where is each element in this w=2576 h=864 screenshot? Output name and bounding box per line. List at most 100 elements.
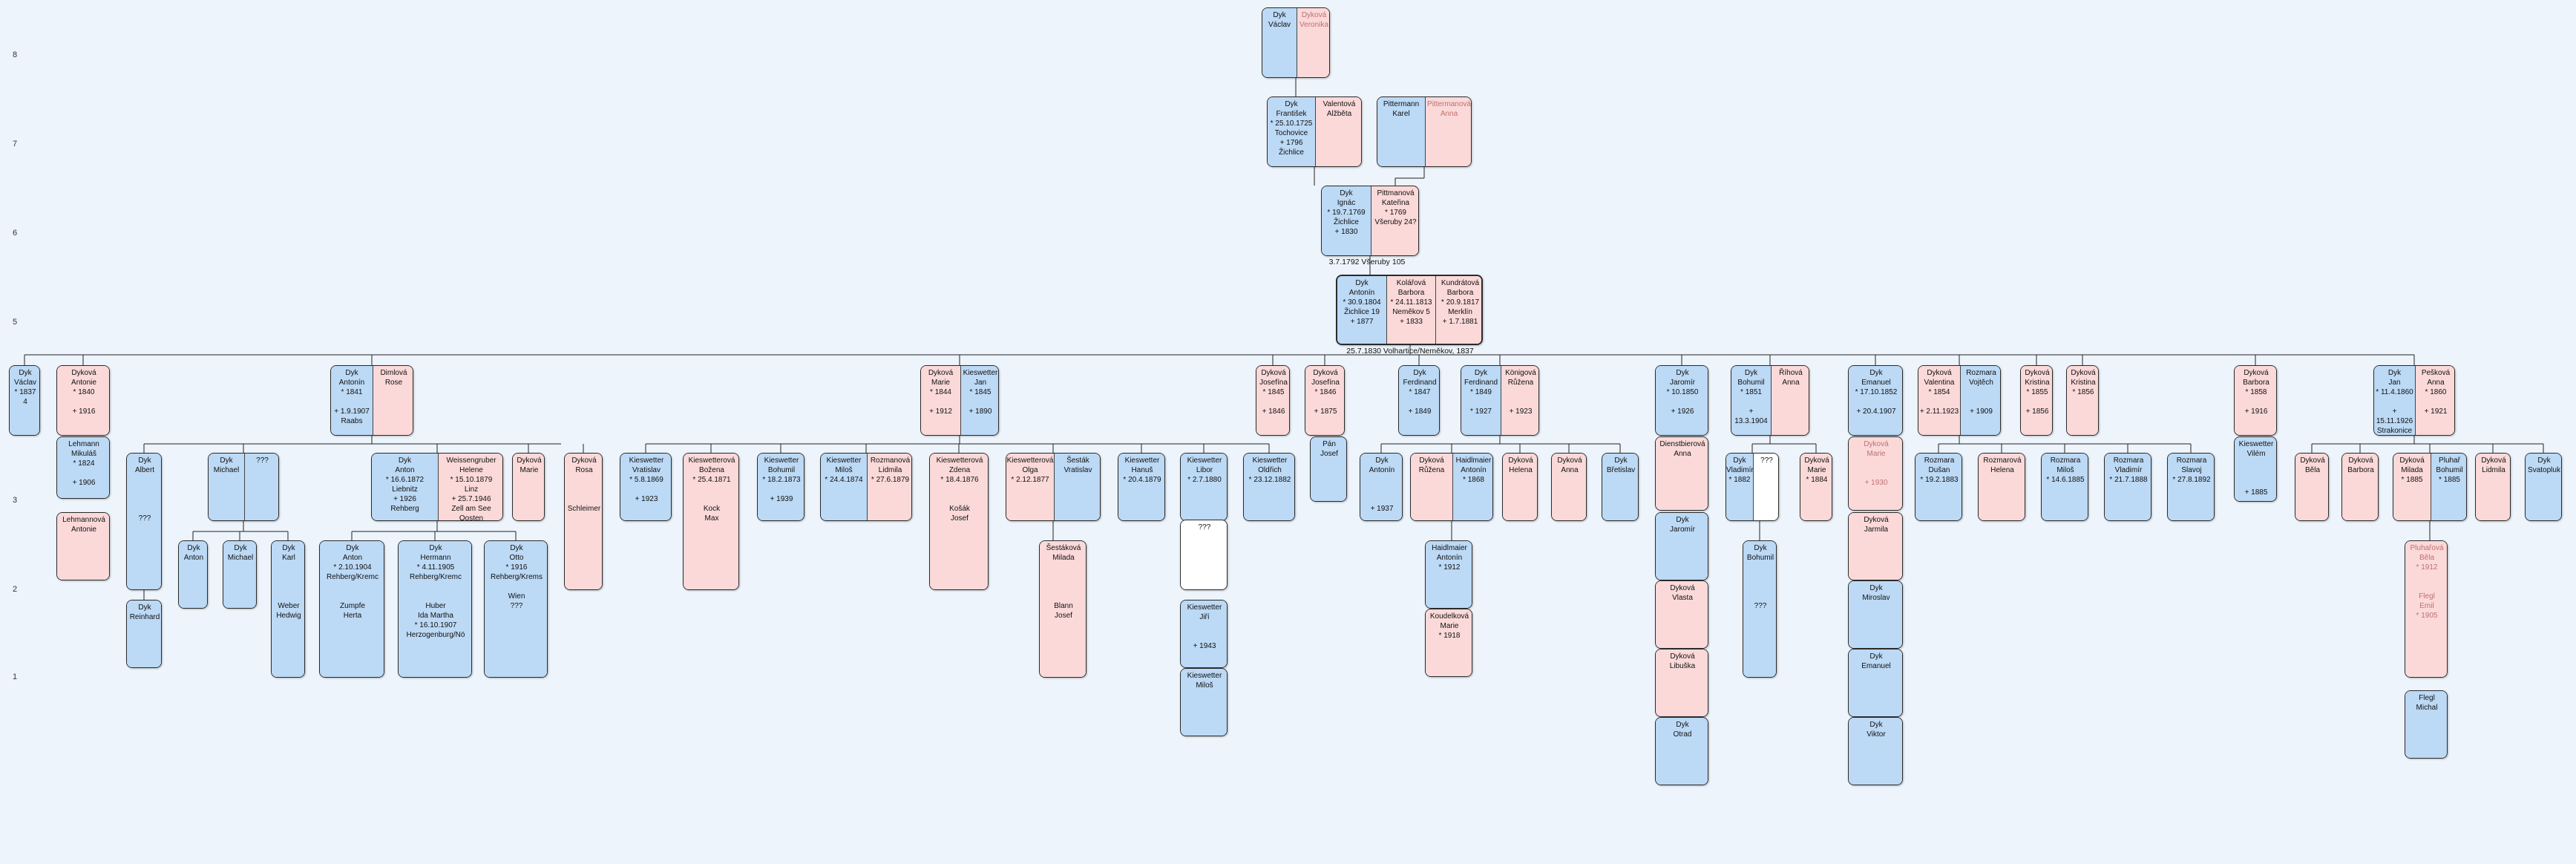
person-card-e8[interactable]: Dyk Otto * 1916 Rehberg/Krems Wien ??? — [484, 540, 548, 678]
person-card-d8[interactable]: Kieswetterová Božena * 25.4.1871 Kock Ma… — [683, 453, 739, 590]
person-card-d24[interactable]: Dyková Marie * 1884 — [1800, 453, 1832, 521]
person-card-d35[interactable]: Dyková Lidmila — [2475, 453, 2511, 521]
person-name: Dyk Jaromír — [1656, 513, 1708, 580]
person-card-d17[interactable]: Dyk Antonín + 1937 — [1360, 453, 1403, 521]
person-card-e6[interactable]: Dyk Anton * 2.10.1904 Rehberg/Kremc Zump… — [319, 540, 384, 678]
person-card-d36[interactable]: Dyk Svatopluk — [2525, 453, 2562, 521]
person-card-c11[interactable]: Dyk Emanuel * 17.10.1852 + 20.4.1907 — [1848, 365, 1903, 436]
person-name: Dyk Reinhard — [127, 600, 161, 667]
person-card-d32[interactable]: Dyková Běla — [2295, 453, 2329, 521]
person-card-d5[interactable]: Dyková Marie — [512, 453, 545, 521]
person-card-e16[interactable]: Dyková Vlasta — [1655, 580, 1708, 649]
person-card-e3[interactable]: Dyk Anton — [178, 540, 208, 609]
person-name: Koudelková Marie * 1918 — [1426, 609, 1472, 676]
person-card-e14[interactable]: Koudelková Marie * 1918 — [1425, 609, 1472, 677]
person-card-d23[interactable]: Dyk Vladimír * 1882??? — [1725, 453, 1779, 521]
person-card-d3[interactable]: Dyk Michael??? — [208, 453, 279, 521]
person-card-d6[interactable]: Dyková Rosa Schleimer — [564, 453, 603, 590]
person-card-d20[interactable]: Dyková Anna — [1551, 453, 1587, 521]
person-name: Dyk Karl Weber Hedwig — [272, 541, 304, 677]
person-card-d13[interactable]: Kieswetter Hanuš * 20.4.1879 — [1118, 453, 1165, 521]
person-card-c1[interactable]: Dyk Václav * 1837 4 — [9, 365, 40, 436]
person-card-e15[interactable]: Dyk Jaromír — [1655, 512, 1708, 580]
person-card-c2[interactable]: Dyková Antonie * 1840 + 1916 — [56, 365, 110, 436]
person-name: Kieswetterová Olga * 2.12.1877 — [1006, 454, 1054, 520]
person-card-c5[interactable]: Dyková Josefína * 1845 + 1846 — [1256, 365, 1290, 436]
person-card-d28[interactable]: Rozmara Miloš * 14.6.1885 — [2041, 453, 2088, 521]
person-name: Kieswetter Libor * 2.7.1880 — [1181, 454, 1227, 520]
person-card-e5[interactable]: Dyk Karl Weber Hedwig — [271, 540, 305, 678]
person-card-d2[interactable]: Dyk Albert ??? — [126, 453, 162, 590]
person-card-c15[interactable]: Dyková Barbora * 1858 + 1916 — [2234, 365, 2277, 436]
person-card-d1[interactable]: Lehmann Mikuláš * 1824 + 1906 — [56, 436, 110, 499]
person-name: Rozmanová Lidmila * 27.6.1879 — [867, 454, 911, 520]
person-name: Dyková Josefína * 1846 + 1875 — [1305, 366, 1344, 435]
person-card-d4[interactable]: Dyk Anton * 16.6.1872 Liebnitz + 1926 Re… — [371, 453, 503, 521]
person-card-e11[interactable]: Kieswetter Jiří + 1943 — [1180, 600, 1228, 668]
person-card-d11[interactable]: Kieswetterová Zdena * 18.4.1876 Košák Jo… — [929, 453, 989, 590]
person-card-e2[interactable]: Dyk Reinhard — [126, 600, 162, 668]
person-card-c14[interactable]: Dyková Kristina * 1856 — [2066, 365, 2099, 436]
person-card-e24[interactable]: Pluhařová Běla * 1912 Flegl Emil * 1905 — [2405, 540, 2448, 678]
person-name: Kieswetter Vilém + 1885 — [2235, 437, 2276, 501]
person-card-e23[interactable]: Dyk Viktor — [1848, 717, 1903, 785]
person-card-d26[interactable]: Rozmara Dušan * 19.2.1883 — [1915, 453, 1962, 521]
person-name: Pluhařová Běla * 1912 Flegl Emil * 1905 — [2405, 541, 2447, 677]
person-card-c6[interactable]: Dyková Josefína * 1846 + 1875 — [1305, 365, 1345, 436]
person-card-n5[interactable]: Dyk Antonín * 30.9.1804 Žichlice 19 + 18… — [1336, 275, 1483, 345]
generation-label: 5 — [12, 318, 18, 327]
person-name: Pittermanová Anna — [1425, 97, 1471, 166]
person-name: ??? — [1181, 520, 1227, 589]
person-card-d7[interactable]: Kieswetter Vratislav * 5.8.1869 + 1923 — [620, 453, 672, 521]
person-card-e4[interactable]: Dyk Michael — [223, 540, 257, 609]
person-card-e10[interactable]: ??? — [1180, 520, 1228, 590]
person-card-d16[interactable]: Pán Josef — [1310, 436, 1347, 502]
person-card-e18[interactable]: Dyk Otrad — [1655, 717, 1708, 785]
person-card-c13[interactable]: Dyková Kristina * 1855 + 1856 — [2020, 365, 2053, 436]
person-card-e1[interactable]: Lehmannová Antonie — [56, 512, 110, 580]
person-card-e25[interactable]: Flegl Michal — [2405, 690, 2448, 759]
person-name: Kieswetter Jiří + 1943 — [1181, 600, 1227, 667]
person-card-d29[interactable]: Rozmara Vladimír * 21.7.1888 — [2104, 453, 2151, 521]
person-card-n2[interactable]: Dyk František * 25.10.1725 Tochovice + 1… — [1267, 96, 1362, 167]
person-card-d31[interactable]: Kieswetter Vilém + 1885 — [2234, 436, 2277, 502]
person-card-e22[interactable]: Dyk Emanuel — [1848, 649, 1903, 717]
person-card-d30[interactable]: Rozmara Slavoj * 27.8.1892 — [2167, 453, 2215, 521]
person-card-e20[interactable]: Dyková Jarmila — [1848, 512, 1903, 580]
person-name: Kolářová Barbora * 24.11.1813 Neměkov 5 … — [1386, 276, 1435, 344]
person-card-e13[interactable]: Haidlmaier Antonín * 1912 — [1425, 540, 1472, 609]
person-card-d33[interactable]: Dyková Barbora — [2341, 453, 2379, 521]
person-card-d22[interactable]: Dienstbierová Anna — [1655, 436, 1708, 511]
person-card-e7[interactable]: Dyk Hermann * 4.11.1905 Rehberg/Kremc Hu… — [398, 540, 472, 678]
person-card-d14[interactable]: Kieswetter Libor * 2.7.1880 — [1180, 453, 1228, 521]
person-card-c9[interactable]: Dyk Jaromír * 10.1850 + 1926 — [1655, 365, 1708, 436]
person-card-e19[interactable]: Dyk Bohumil ??? — [1743, 540, 1777, 678]
person-card-d9[interactable]: Kieswetter Bohumil * 18.2.1873 + 1939 — [757, 453, 804, 521]
person-card-e21[interactable]: Dyk Miroslav — [1848, 580, 1903, 649]
person-name: Dyková Marie * 1844 + 1912 — [921, 366, 960, 435]
person-card-c16[interactable]: Dyk Jan * 11.4.1860 + 15.11.1926 Strakon… — [2373, 365, 2455, 436]
person-card-d25[interactable]: Dyková Marie + 1930 — [1848, 436, 1903, 511]
person-card-d21[interactable]: Dyk Břetislav — [1602, 453, 1639, 521]
person-card-d27[interactable]: Rozmarová Helena — [1978, 453, 2025, 521]
person-name: Rozmarová Helena — [1979, 454, 2025, 520]
person-card-e9[interactable]: Šestáková Milada Blann Josef — [1039, 540, 1087, 678]
person-name: Kieswetter Miloš * 24.4.1874 — [821, 454, 867, 520]
person-card-e17[interactable]: Dyková Libuška — [1655, 649, 1708, 717]
person-card-e12[interactable]: Kieswetter Miloš — [1180, 668, 1228, 736]
person-card-d15[interactable]: Kieswetter Oldřich * 23.12.1882 — [1243, 453, 1295, 521]
person-card-c7[interactable]: Dyk Ferdinand * 1847 + 1849 — [1398, 365, 1440, 436]
person-card-d19[interactable]: Dyková Helena — [1502, 453, 1538, 521]
